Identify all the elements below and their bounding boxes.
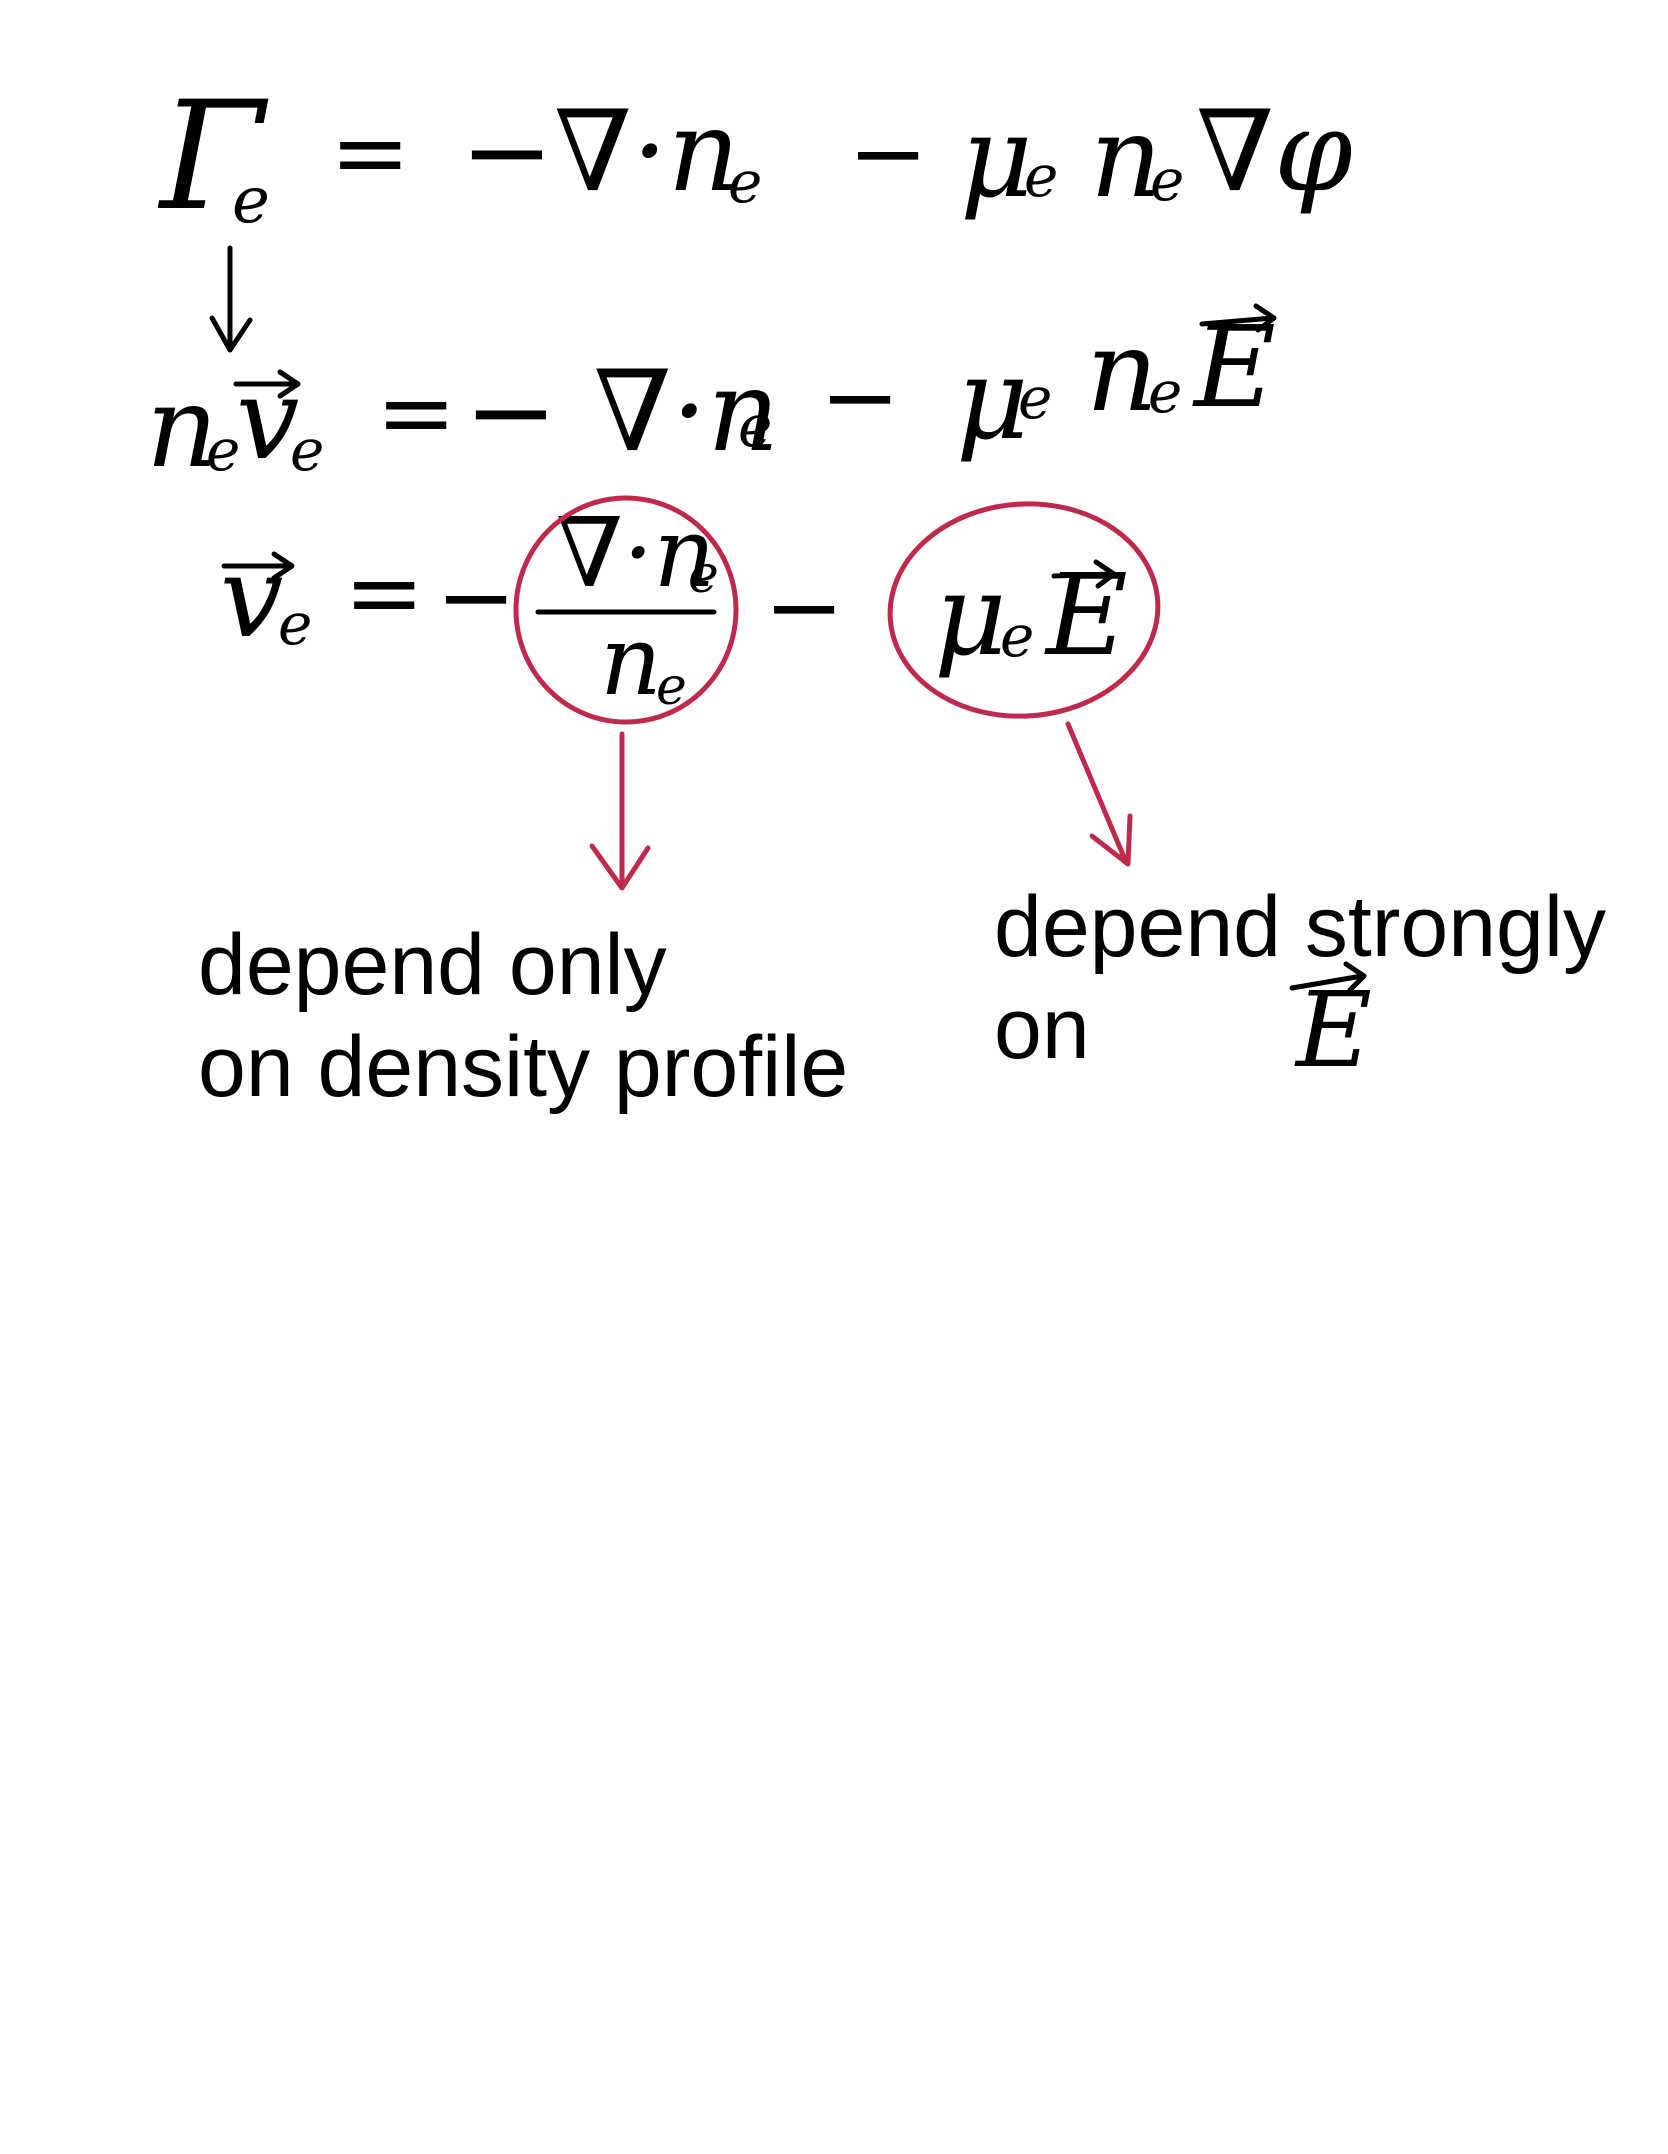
minus-sign-2: − <box>820 341 900 453</box>
density-symbol-2: n <box>146 363 218 493</box>
vector-arrow-icon <box>1051 559 1117 589</box>
drift-annotation-line-1: depend strongly <box>994 879 1606 975</box>
diffusion-term-1-subscript: e <box>728 148 762 216</box>
equals-sign-3: = <box>344 537 424 649</box>
density-subscript-1: e <box>1150 146 1184 214</box>
drift-annotation-line-2: on <box>994 981 1090 1077</box>
density-symbol-1: n <box>1090 93 1162 223</box>
red-diagonal-arrow-icon <box>1065 721 1133 867</box>
diffusion-term-2: − ∇·n <box>464 347 779 477</box>
minus-sign-3: − <box>436 541 516 653</box>
velocity-subscript-2: e <box>290 416 324 484</box>
density-symbol-3: n <box>1086 307 1158 437</box>
field-symbol-3: E <box>1044 551 1128 681</box>
equals-sign-2: = <box>376 357 456 469</box>
mobility-subscript-2: e <box>1018 364 1052 432</box>
minus-sign-4: − <box>764 551 844 663</box>
drift-highlight-circle <box>887 501 1161 719</box>
flux-symbol: Γ <box>157 70 269 244</box>
mobility-symbol-1: μ <box>960 93 1033 223</box>
diffusion-term-1: −∇·n <box>460 87 740 217</box>
minus-sign-1: − <box>848 97 928 209</box>
mobility-subscript-3: e <box>1000 602 1034 670</box>
density-subscript-2: e <box>206 416 240 484</box>
velocity-subscript-3: e <box>278 590 312 658</box>
field-symbol-annotation: E <box>1294 969 1372 1091</box>
mobility-symbol-3: μ <box>934 551 1007 681</box>
drift-annotation: depend strongly on <box>994 876 1606 1080</box>
diffusion-annotation-line-2: on density profile <box>198 1019 849 1115</box>
diffusion-annotation-line-1: depend only <box>198 917 667 1013</box>
fraction-denominator: n <box>600 605 662 717</box>
vector-arrow-icon <box>221 551 295 581</box>
down-arrow-icon <box>209 245 253 353</box>
equals-sign-1: = <box>330 97 410 209</box>
flux-subscript: e <box>232 164 270 238</box>
density-subscript-3: e <box>1148 358 1182 426</box>
diffusion-highlight-circle <box>513 495 739 725</box>
vector-arrow-icon <box>1289 961 1367 993</box>
fraction-numerator-subscript: e <box>688 545 719 605</box>
vector-arrow-icon <box>233 369 301 399</box>
vector-arrow-icon <box>1199 303 1277 333</box>
diffusion-term-2-subscript: e <box>738 392 772 460</box>
red-down-arrow-icon <box>589 731 651 891</box>
mobility-subscript-1: e <box>1024 142 1058 210</box>
diffusion-annotation: depend only on density profile <box>198 914 848 1118</box>
potential-gradient: ∇φ <box>1196 87 1353 217</box>
mobility-symbol-2: μ <box>956 335 1029 465</box>
